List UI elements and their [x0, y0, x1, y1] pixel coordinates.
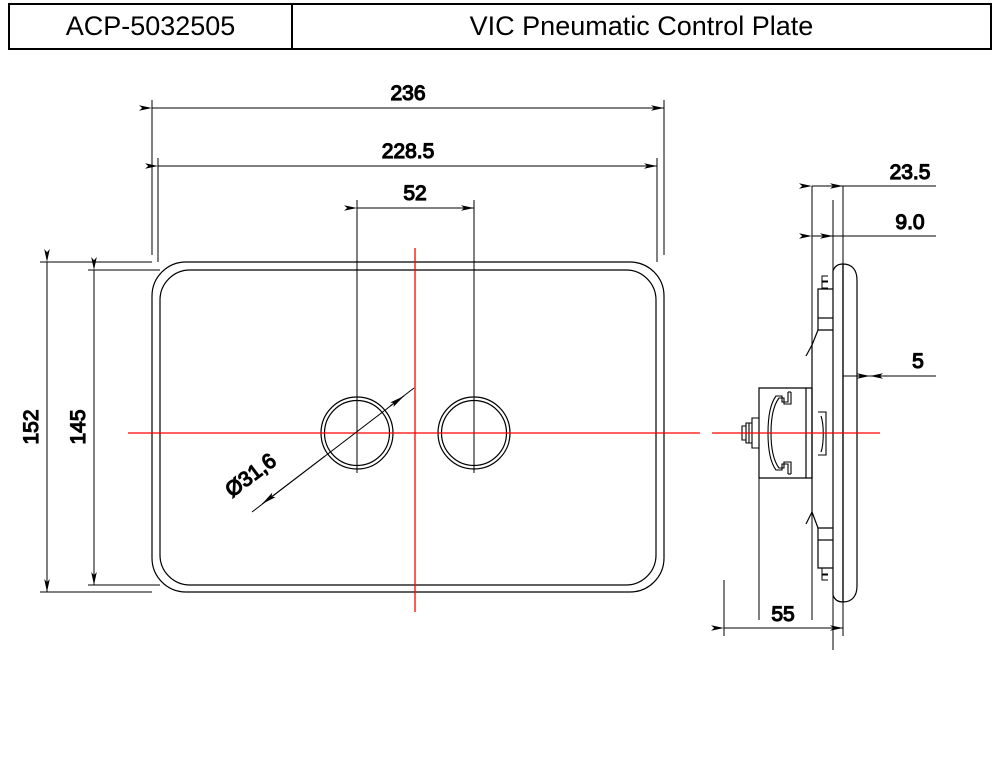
dimension-55-label: 55	[771, 603, 794, 626]
dimension-23-5	[799, 183, 936, 200]
title-block: ACP-5032505 VIC Pneumatic Control Plate	[8, 3, 992, 50]
dimension-52	[344, 200, 475, 395]
dimension-152-label: 152	[20, 409, 43, 444]
dimension-52-label: 52	[403, 182, 426, 205]
dimension-236	[139, 100, 665, 255]
side-view-flange	[805, 288, 833, 569]
dimension-55	[711, 580, 844, 636]
side-view-clip-bottom	[821, 567, 828, 581]
dimension-145	[88, 257, 160, 586]
side-view-clip-top	[821, 275, 828, 289]
dimension-diameter-leader	[251, 387, 415, 513]
dimension-23-5-label: 23.5	[890, 161, 931, 184]
dimension-9-0	[799, 226, 936, 239]
part-code-text: ACP-5032505	[65, 11, 236, 41]
part-code-cell: ACP-5032505	[10, 5, 293, 48]
front-view-plate-outline	[151, 261, 665, 593]
dimension-145-label: 145	[67, 409, 90, 444]
drawing-title-text: VIC Pneumatic Control Plate	[469, 11, 814, 41]
dimension-228-5-label: 228.5	[382, 140, 435, 163]
dimension-9-0-label: 9.0	[895, 211, 924, 234]
dimension-5-label: 5	[912, 350, 924, 373]
drawing-title-cell: VIC Pneumatic Control Plate	[293, 5, 990, 48]
dimension-228-5	[145, 158, 658, 262]
dimension-152	[40, 249, 152, 593]
side-view-construction-lines	[723, 200, 844, 650]
front-view-centerlines	[128, 248, 700, 612]
dimension-diameter-label: Ø31,6	[221, 449, 281, 502]
dimension-236-label: 236	[390, 82, 425, 105]
